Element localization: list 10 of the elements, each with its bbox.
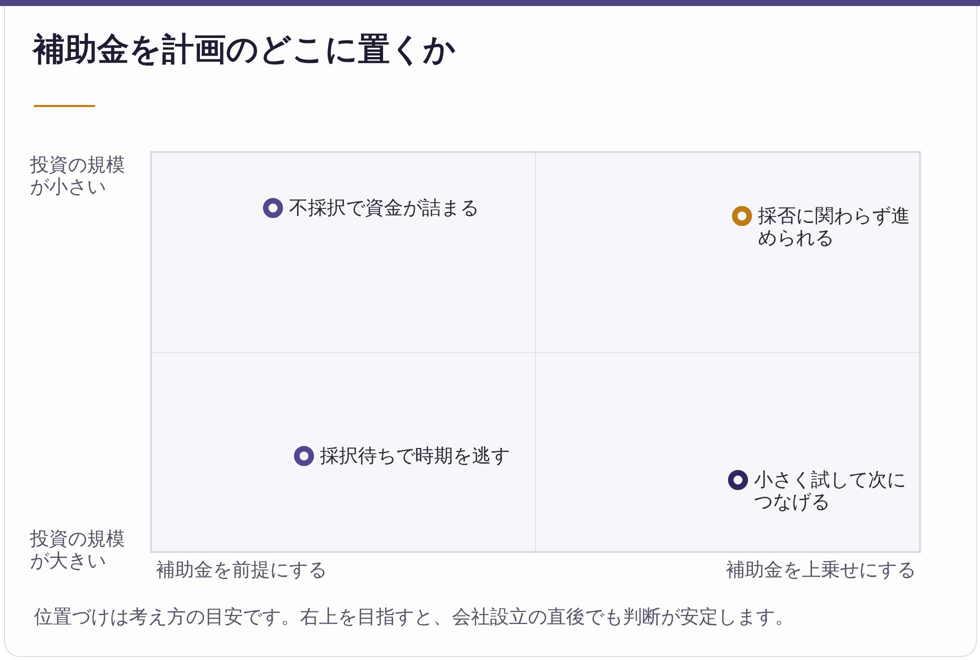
- point-label: 採否に関わらず進められる: [758, 205, 911, 249]
- title: 補助金を計画のどこに置くか: [33, 29, 456, 69]
- x-axis-label: 補助金を上乗せにする: [725, 559, 916, 581]
- caption: 位置づけは考え方の目安です。右上を目指すと、会社設立の直後でも判断が安定します。: [34, 605, 794, 629]
- point-label: 小さく試して次につなげる: [754, 469, 907, 513]
- y-axis-label: 投資の規模が大きい: [30, 528, 126, 572]
- point-label: 不採択で資金が詰まる: [289, 197, 479, 219]
- x-axis-label: 補助金を前提にする: [156, 559, 328, 581]
- point-label: 採択待ちで時期を逃す: [320, 445, 510, 467]
- y-axis-label: 投資の規模が小さい: [30, 154, 126, 198]
